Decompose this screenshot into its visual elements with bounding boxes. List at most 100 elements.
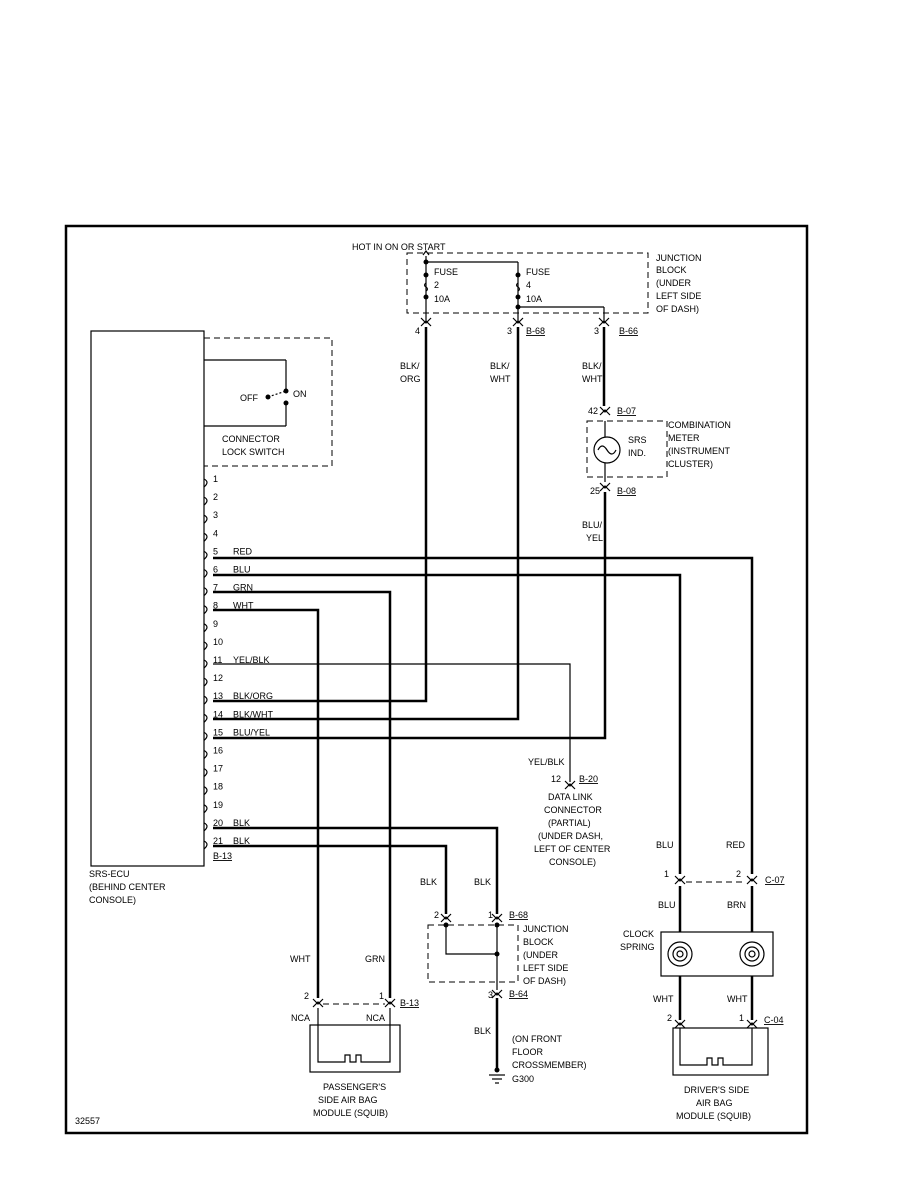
svg-text:B-13: B-13 bbox=[400, 998, 419, 1008]
ecu-pin-terminal bbox=[203, 677, 208, 687]
data-link-connector: YEL/BLK 12 B-20 DATA LINK CONNECTOR (PAR… bbox=[528, 757, 611, 867]
srs-ecu: SRS-ECU (BEHIND CENTER CONSOLE) B-13 123… bbox=[89, 330, 274, 905]
driver-squib-icon bbox=[679, 1028, 753, 1066]
svg-text:(INSTRUMENT: (INSTRUMENT bbox=[668, 446, 730, 456]
svg-text:MODULE (SQUIB): MODULE (SQUIB) bbox=[313, 1108, 388, 1118]
svg-text:CONNECTOR: CONNECTOR bbox=[544, 805, 602, 815]
ecu-pin-terminal bbox=[203, 587, 208, 597]
ecu-pin-wire-color: BLK/WHT bbox=[233, 709, 274, 719]
ecu-pin-terminal bbox=[203, 695, 208, 705]
ecu-pin: 9 bbox=[203, 619, 218, 633]
driver-module-label: DRIVER'S SIDE bbox=[684, 1085, 749, 1095]
svg-text:10A: 10A bbox=[526, 294, 542, 304]
svg-text:12: 12 bbox=[551, 774, 561, 784]
connector-lock-switch: OFF ON CONNECTOR LOCK SWITCH bbox=[203, 337, 333, 467]
svg-text:(PARTIAL): (PARTIAL) bbox=[548, 818, 591, 828]
ecu-pin-number: 21 bbox=[213, 836, 223, 846]
ecu-pin-terminal bbox=[203, 478, 208, 488]
passenger-squib-icon bbox=[317, 1008, 391, 1063]
svg-text:1: 1 bbox=[488, 910, 493, 920]
ecu-pin-wire-color: BLK bbox=[233, 818, 250, 828]
svg-text:WHT: WHT bbox=[290, 954, 311, 964]
fuse-4-icon bbox=[515, 282, 521, 292]
junction-block-top: FUSE 2 10A FUSE 4 10A JUNCTION BLOCK (UN… bbox=[406, 252, 702, 336]
svg-text:10A: 10A bbox=[434, 294, 450, 304]
ecu-pin-terminal bbox=[203, 840, 208, 850]
svg-text:AIR BAG: AIR BAG bbox=[696, 1098, 733, 1108]
srs-indicator-lamp-icon bbox=[593, 436, 621, 464]
ecu-pin-number: 4 bbox=[213, 528, 218, 538]
ground-label: G300 bbox=[512, 1074, 534, 1084]
ecu-pin-number: 6 bbox=[213, 565, 218, 575]
svg-text:B-68: B-68 bbox=[509, 910, 528, 920]
svg-text:CONSOLE): CONSOLE) bbox=[549, 857, 596, 867]
ecu-pin-number: 8 bbox=[213, 601, 218, 611]
svg-text:3: 3 bbox=[594, 326, 599, 336]
ecu-pin-wire-color: BLK bbox=[233, 836, 250, 846]
ecu-pin: 21 BLK bbox=[203, 836, 250, 850]
svg-text:1: 1 bbox=[379, 991, 384, 1001]
svg-text:SIDE AIR BAG: SIDE AIR BAG bbox=[318, 1095, 378, 1105]
svg-text:CROSSMEMBER): CROSSMEMBER) bbox=[512, 1060, 587, 1070]
ecu-pin-terminal bbox=[203, 641, 208, 651]
ecu-pin-wire-color: BLK/ORG bbox=[233, 691, 273, 701]
svg-text:3: 3 bbox=[507, 326, 512, 336]
svg-text:(ON FRONT: (ON FRONT bbox=[512, 1034, 562, 1044]
ecu-pin-terminal bbox=[203, 713, 208, 723]
fuse-2-icon bbox=[423, 282, 429, 292]
ecu-pin: 10 bbox=[203, 637, 223, 651]
dlc-label: DATA LINK bbox=[548, 792, 593, 802]
svg-text:B-08: B-08 bbox=[617, 486, 636, 496]
svg-text:B-64: B-64 bbox=[509, 989, 528, 999]
svg-text:LEFT SIDE: LEFT SIDE bbox=[523, 963, 568, 973]
svg-text:42: 42 bbox=[588, 406, 598, 416]
ecu-pin-number: 13 bbox=[213, 691, 223, 701]
passenger-module-label: PASSENGER'S bbox=[323, 1082, 386, 1092]
svg-text:(UNDER: (UNDER bbox=[656, 278, 691, 288]
svg-text:LOCK SWITCH: LOCK SWITCH bbox=[222, 447, 285, 457]
svg-text:OF DASH): OF DASH) bbox=[523, 976, 566, 986]
ecu-pin-terminal bbox=[203, 623, 208, 633]
ecu-pin: 17 bbox=[203, 764, 223, 778]
ecu-pin-terminal bbox=[203, 550, 208, 560]
svg-text:RED: RED bbox=[726, 840, 746, 850]
svg-text:WHT: WHT bbox=[490, 374, 511, 384]
svg-text:2: 2 bbox=[304, 991, 309, 1001]
ecu-pin: 18 bbox=[203, 782, 223, 796]
ecu-pin-number: 5 bbox=[213, 546, 218, 556]
ecu-pin-terminal bbox=[203, 496, 208, 506]
svg-text:(UNDER: (UNDER bbox=[523, 950, 558, 960]
ecu-pin-number: 19 bbox=[213, 800, 223, 810]
ecu-pin-terminal bbox=[203, 659, 208, 669]
svg-text:WHT: WHT bbox=[653, 994, 674, 1004]
svg-text:FLOOR: FLOOR bbox=[512, 1047, 544, 1057]
wire-labels-top: BLK/ ORG BLK/ WHT BLK/ WHT bbox=[400, 361, 603, 384]
svg-text:CONSOLE): CONSOLE) bbox=[89, 895, 136, 905]
svg-text:NCA: NCA bbox=[291, 1013, 310, 1023]
svg-text:BLU/: BLU/ bbox=[582, 520, 603, 530]
svg-text:BLOCK: BLOCK bbox=[656, 265, 687, 275]
ecu-pin-terminal bbox=[203, 532, 208, 542]
svg-text:ORG: ORG bbox=[400, 374, 421, 384]
svg-text:YEL: YEL bbox=[586, 533, 603, 543]
combination-meter: 42 B-07 SRS IND. COMBINATION METER (INST… bbox=[582, 406, 731, 543]
svg-text:SRS: SRS bbox=[628, 435, 647, 445]
ecu-pin-number: 17 bbox=[213, 764, 223, 774]
svg-text:B-68: B-68 bbox=[526, 326, 545, 336]
svg-text:1: 1 bbox=[739, 1013, 744, 1023]
svg-text:(UNDER DASH,: (UNDER DASH, bbox=[538, 831, 603, 841]
figure-id: 32557 bbox=[75, 1116, 100, 1126]
power-source: HOT IN ON OR START bbox=[352, 242, 446, 256]
ecu-pin-number: 15 bbox=[213, 727, 223, 737]
svg-text:CLUSTER): CLUSTER) bbox=[668, 459, 713, 469]
ecu-pin-terminal bbox=[203, 514, 208, 524]
driver-airbag-module: 2 1 C-04 DRIVER'S SIDE AIR BAG MODULE (S… bbox=[667, 1013, 784, 1121]
ecu-pin: 2 bbox=[203, 492, 218, 506]
ecu-pin-terminal bbox=[203, 786, 208, 796]
svg-text:BLK: BLK bbox=[474, 877, 491, 887]
